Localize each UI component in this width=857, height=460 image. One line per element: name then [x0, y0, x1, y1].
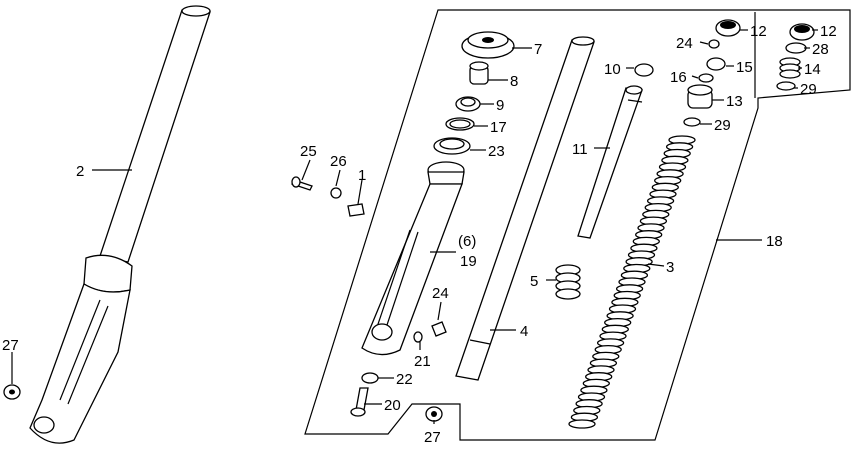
label-part-1: 1 [358, 167, 366, 184]
label-part-22: 22 [396, 371, 413, 388]
label-part-15: 15 [736, 59, 753, 76]
label-part-24-lower: 24 [432, 285, 449, 302]
washer-part-27-bottom [425, 406, 443, 422]
label-part-10: 10 [604, 61, 621, 78]
cap-part-12-a [715, 19, 741, 37]
label-part-9: 9 [496, 97, 504, 114]
label-part-19: 19 [460, 253, 477, 270]
leader-lines [11, 29, 818, 424]
spacer-part-8 [469, 61, 489, 85]
label-part-18: 18 [766, 233, 783, 250]
ring-part-10 [634, 63, 654, 77]
bolt-part-20 [350, 387, 369, 417]
spring-coil [568, 419, 596, 429]
part-number-labels: 2 27 25 26 1 7 8 9 17 23 (6) 19 24 21 22… [2, 23, 837, 446]
label-part-14: 14 [804, 61, 821, 78]
seal-part-23 [433, 137, 471, 155]
oring-part-29-a [683, 117, 701, 127]
cap-part-12-b [789, 23, 815, 41]
label-part-20: 20 [384, 397, 401, 414]
spring-part-14 [779, 57, 801, 79]
washer-part-28 [785, 42, 807, 54]
washer-part-22 [361, 372, 379, 384]
washer-part-27-left [3, 384, 21, 400]
label-part-7: 7 [534, 41, 542, 58]
label-part-16: 16 [670, 69, 687, 86]
label-part-12-a: 12 [750, 23, 767, 40]
label-part-13: 13 [726, 93, 743, 110]
damper-rod-part-11 [577, 85, 643, 239]
oring-part-16 [698, 73, 714, 83]
label-part-6: (6) [458, 233, 476, 250]
label-part-2: 2 [76, 163, 84, 180]
valve-part-15 [706, 57, 726, 71]
label-part-12-b: 12 [820, 23, 837, 40]
label-part-17: 17 [490, 119, 507, 136]
label-part-11: 11 [572, 141, 588, 158]
label-part-29-a: 29 [714, 117, 731, 134]
label-part-3: 3 [666, 259, 674, 276]
inner-tube-part-4 [455, 36, 595, 381]
fork-assembly-part-2 [29, 5, 211, 444]
assembly-outline [304, 9, 851, 441]
label-part-26: 26 [330, 153, 347, 170]
label-part-25: 25 [300, 143, 317, 160]
label-part-21: 21 [414, 353, 431, 370]
clip-part-1 [347, 203, 365, 217]
top-cap-part-7 [461, 31, 515, 59]
screw-part-24-upper [708, 39, 720, 49]
label-part-29-b: 29 [800, 81, 817, 98]
label-part-28: 28 [812, 41, 829, 58]
oring-part-29-b [776, 81, 796, 91]
fork-spring-part-3 [568, 135, 696, 429]
label-part-27-bottom: 27 [424, 429, 441, 446]
slider-part-19 [361, 161, 465, 356]
label-part-27-left: 27 [2, 337, 19, 354]
oring-part-17 [445, 117, 475, 131]
ring-part-9 [455, 96, 481, 112]
bolt-part-24-lower [431, 321, 447, 337]
nut-part-26 [330, 187, 342, 199]
plug-part-13 [687, 84, 713, 109]
label-part-5: 5 [530, 273, 538, 290]
washer-part-21 [413, 331, 423, 343]
bolt-part-25 [291, 176, 313, 191]
label-part-4: 4 [520, 323, 528, 340]
label-part-23: 23 [488, 143, 505, 160]
label-part-24-upper: 24 [676, 35, 693, 52]
label-part-8: 8 [510, 73, 518, 90]
spring-part-5 [555, 264, 581, 300]
